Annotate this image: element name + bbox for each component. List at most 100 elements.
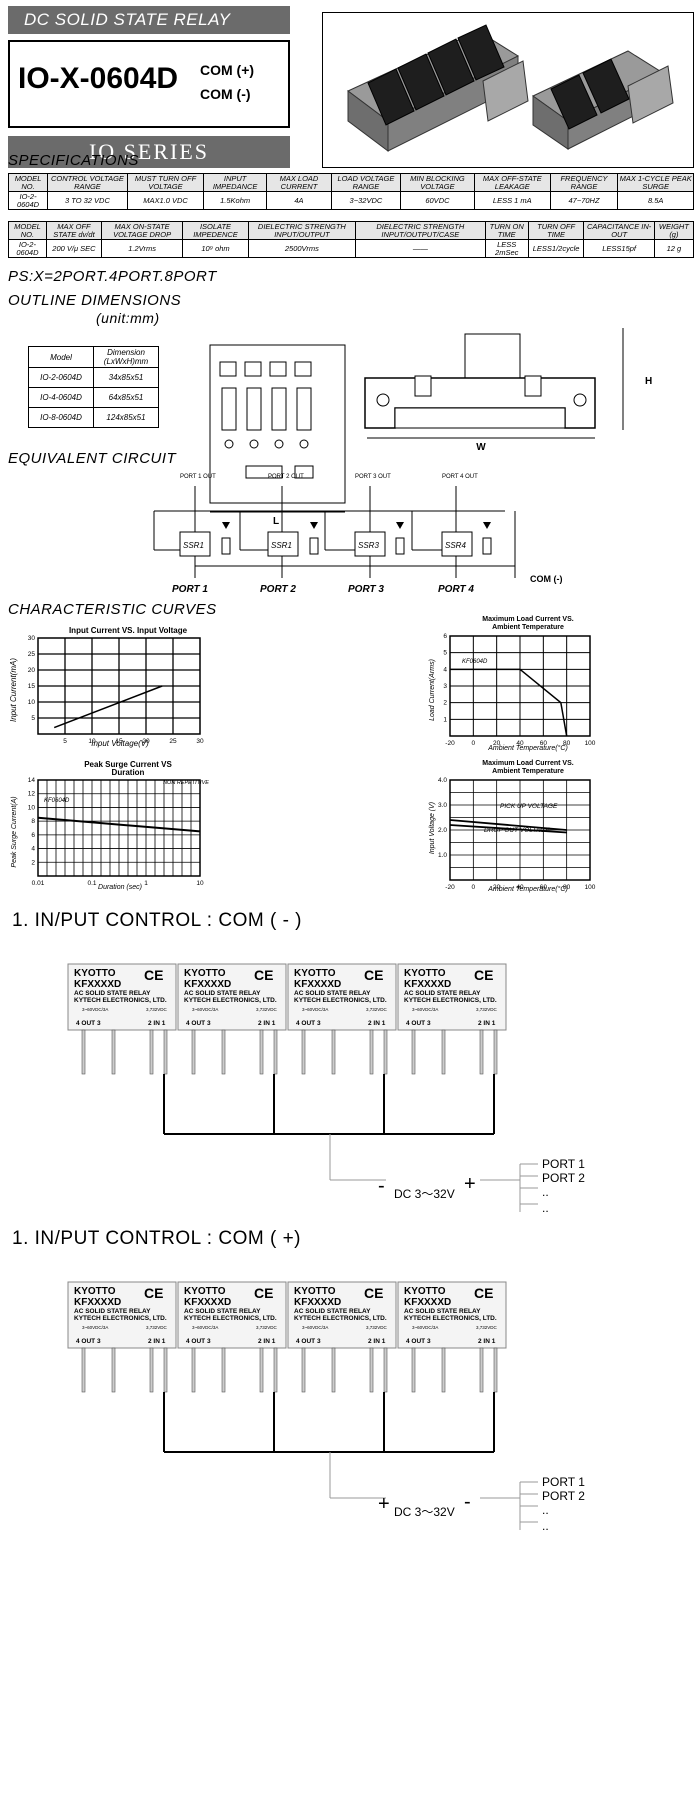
relay-body xyxy=(67,1281,177,1349)
port-label: PORT 1 xyxy=(542,1157,585,1171)
relay-pin xyxy=(149,1029,154,1075)
relay-pin xyxy=(383,1029,388,1075)
relay-brand: KYOTTO xyxy=(74,1286,116,1297)
relay-desc: AC SOLID STATE RELAY xyxy=(184,990,261,997)
y-tick-label: 8 xyxy=(31,818,35,825)
relay-maker: KYTECH ELECTRONICS, LTD. xyxy=(404,997,497,1004)
y-axis-label: Input Current(mA) xyxy=(9,658,18,722)
relay-desc: AC SOLID STATE RELAY xyxy=(294,1308,371,1315)
relay-pin xyxy=(221,1029,226,1075)
x-axis-label: Duration (sec) xyxy=(98,884,142,891)
table-cell: 1.5Kohm xyxy=(203,191,268,210)
ce-mark-icon: CE xyxy=(474,1285,493,1301)
relay-brand: KYOTTO xyxy=(404,968,446,979)
port-label: .. xyxy=(542,1185,549,1199)
y-tick-label: 30 xyxy=(28,635,36,642)
x-tick-label: 30 xyxy=(196,738,204,745)
table-cell: 47~70HZ xyxy=(549,191,619,210)
x-tick-label: 0 xyxy=(472,740,476,747)
port-4-label: PORT 4 xyxy=(438,584,474,595)
table-cell: 10⁹ ohm xyxy=(182,239,249,258)
relay-pins-in: 2 IN 1 xyxy=(258,1338,276,1345)
x-tick-label: 60 xyxy=(540,884,548,891)
ce-mark-icon: CE xyxy=(254,967,273,983)
relay-brand: KYOTTO xyxy=(404,1286,446,1297)
com-minus-circuit-label: COM (-) xyxy=(530,574,563,584)
table-header-cell: INPUT IMPEDANCE xyxy=(203,173,268,192)
table-header-cell: DIELECTRIC STRENGTH INPUT/OUTPUT xyxy=(247,221,357,240)
com-plus-label: COM (+) xyxy=(200,62,255,78)
x-tick-label: 20 xyxy=(142,738,150,745)
table-cell: 124x85x51 xyxy=(93,407,159,428)
y-tick-label: 2.0 xyxy=(438,827,447,834)
relay-pin xyxy=(369,1029,374,1075)
relay-pin xyxy=(111,1029,116,1075)
x-tick-label: 40 xyxy=(516,884,524,891)
relay-brand: KYOTTO xyxy=(294,968,336,979)
port-1-out-label: PORT 1 OUT xyxy=(180,474,216,480)
relay-pin xyxy=(301,1029,306,1075)
table-cell: 34x85x51 xyxy=(93,367,159,388)
y-tick-label: 4 xyxy=(443,666,447,673)
port-2-label: PORT 2 xyxy=(260,584,296,595)
relay-pins-out: 4 OUT 3 xyxy=(406,1020,431,1027)
table-cell: —— xyxy=(355,239,486,258)
wiring-1-title: 1. IN/PUT CONTROL : COM ( - ) xyxy=(12,910,303,931)
y-tick-label: 6 xyxy=(443,633,447,640)
chart-title: Peak Surge Current VS xyxy=(84,760,172,769)
relay-part: KFXXXXD xyxy=(184,1297,231,1308)
port-label: PORT 2 xyxy=(542,1171,585,1185)
relay-spec-left: 3~60VDC/3A xyxy=(302,1007,328,1012)
relay-desc: AC SOLID STATE RELAY xyxy=(74,1308,151,1315)
relay-spec-left: 3~60VDC/3A xyxy=(412,1007,438,1012)
relay-desc: AC SOLID STATE RELAY xyxy=(184,1308,261,1315)
table-header-cell: MODEL NO. xyxy=(8,221,47,240)
x-tick-label: 0 xyxy=(472,884,476,891)
relay-desc: AC SOLID STATE RELAY xyxy=(294,990,371,997)
dc-voltage-label: DC 3～32V xyxy=(394,1505,455,1519)
x-axis-label: Input Voltage(V) xyxy=(91,739,149,748)
series-label: KF0604D xyxy=(462,659,488,665)
table-cell: 4A xyxy=(266,191,332,210)
y-tick-label: 5 xyxy=(31,715,35,722)
y-axis-label: Peak Surge Current(A) xyxy=(11,796,18,867)
chart-series-line-dropout xyxy=(449,824,567,834)
relay-pin xyxy=(191,1029,196,1075)
table-header-cell: MAX LOAD CURRENT xyxy=(266,173,332,192)
width-dimension-label: W xyxy=(476,442,486,453)
chart-title: Input Current VS. Input Voltage xyxy=(69,626,188,635)
y-tick-label: 12 xyxy=(28,791,36,798)
relay-spec-right: 3,732VDC xyxy=(366,1007,388,1012)
x-tick-label: 10 xyxy=(196,880,204,887)
table-cell: IO-2-0604D xyxy=(8,239,47,258)
relay-maker: KYTECH ELECTRONICS, LTD. xyxy=(74,997,167,1004)
port-1-label: PORT 1 xyxy=(172,584,208,595)
relay-spec-right: 3,732VDC xyxy=(476,1325,498,1330)
relay-pin xyxy=(369,1347,374,1393)
relay-pins-in: 2 IN 1 xyxy=(368,1338,386,1345)
port-3-label: PORT 3 xyxy=(348,584,384,595)
relay-part: KFXXXXD xyxy=(404,1297,451,1308)
relay-pins-out: 4 OUT 3 xyxy=(76,1020,101,1027)
table-header-cell: MAX 1-CYCLE PEAK SURGE xyxy=(617,173,694,192)
table-header-cell: DIELECTRIC STRENGTH INPUT/OUTPUT/CASE xyxy=(355,221,486,240)
product-type-banner: DC SOLID STATE RELAY xyxy=(8,6,290,34)
relay-maker: KYTECH ELECTRONICS, LTD. xyxy=(294,997,387,1004)
relay-body xyxy=(177,1281,287,1349)
x-tick-label: 5 xyxy=(63,738,67,745)
y-tick-label: 3 xyxy=(443,683,447,690)
plus-sign: + xyxy=(464,1173,476,1195)
relay-spec-right: 3,732VDC xyxy=(476,1007,498,1012)
